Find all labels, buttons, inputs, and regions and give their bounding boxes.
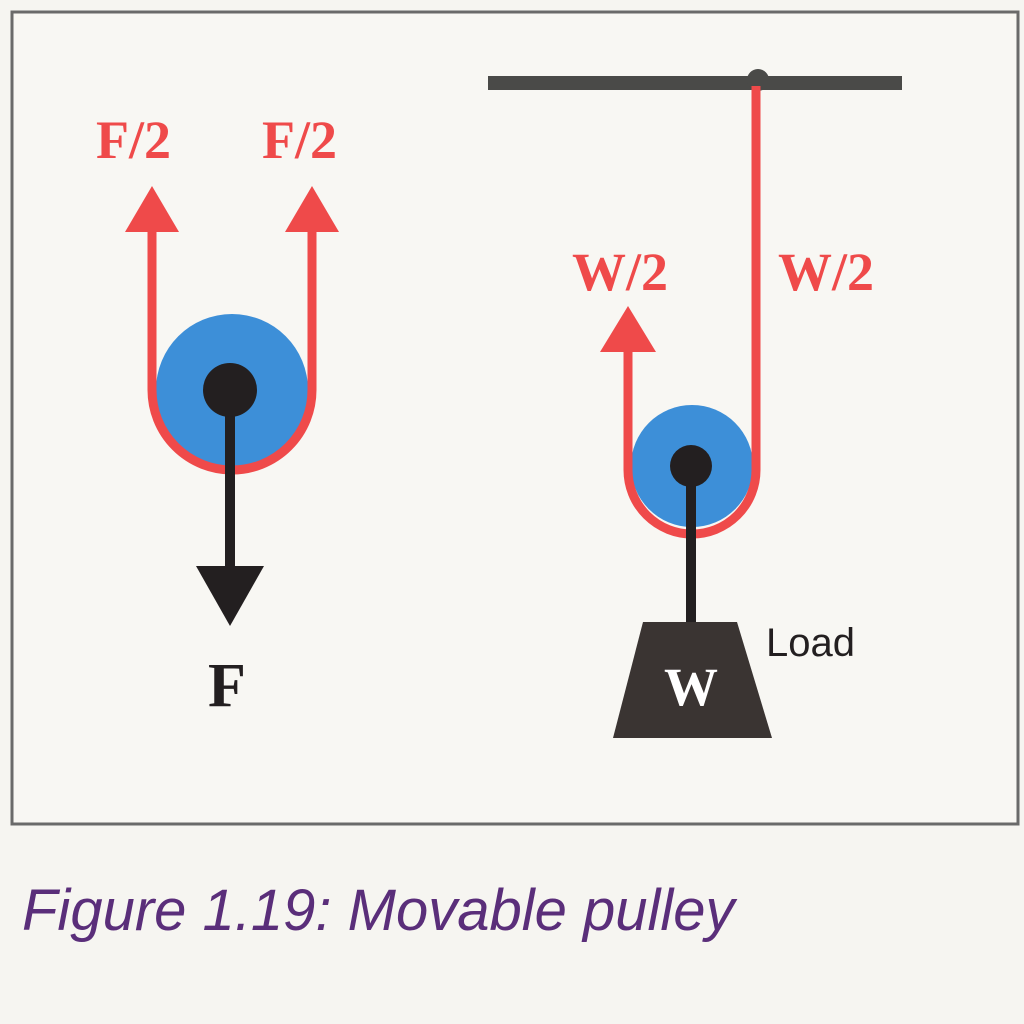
load-label: Load [766, 621, 855, 665]
ceiling-beam [488, 76, 902, 90]
left-arrow-up-right [285, 186, 339, 232]
right-arrow-up [600, 306, 656, 352]
weight-label: W [664, 657, 718, 717]
beam-anchor [747, 69, 769, 91]
left-arrow-up-left [125, 186, 179, 232]
load-weight [613, 622, 772, 738]
right-tension-label-right: W/2 [778, 242, 874, 302]
applied-force-label: F [208, 652, 246, 720]
right-pulley-assembly: W/2 W/2 W Load [488, 69, 902, 738]
figure-caption: Figure 1.19: Movable pulley [22, 878, 738, 943]
left-force-label-right: F/2 [262, 110, 337, 170]
left-arrow-down [196, 566, 264, 626]
left-axle [203, 363, 257, 417]
right-axle [670, 445, 712, 487]
right-tension-label-left: W/2 [572, 242, 668, 302]
left-force-label-left: F/2 [96, 110, 171, 170]
left-pulley-assembly: F/2 F/2 F [96, 110, 339, 720]
